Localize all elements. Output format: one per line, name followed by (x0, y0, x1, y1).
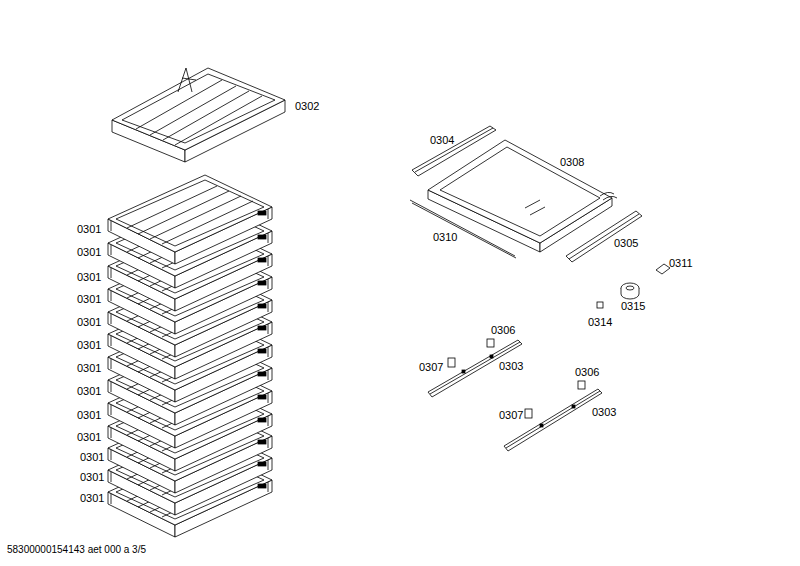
callout-number: 0301 (77, 339, 101, 351)
callout-number: 0306 (491, 324, 515, 336)
callout-number: 0301 (80, 471, 104, 483)
callout-number: 0311 (669, 257, 693, 269)
callout-number: 0303 (592, 406, 616, 418)
callout-number: 0304 (430, 134, 454, 146)
callout-number: 0301 (77, 293, 101, 305)
callout-number: 0303 (499, 360, 523, 372)
callout-number: 0301 (77, 409, 101, 421)
callout-number: 0301 (77, 246, 101, 258)
callout-number: 0301 (77, 316, 101, 328)
callout-number: 0301 (77, 385, 101, 397)
callout-number: 0301 (80, 451, 104, 463)
callout-number: 0307 (419, 361, 443, 373)
callout-number: 0302 (295, 100, 319, 112)
drawing-number: 58300000154143 aet 000 a 3/5 (7, 544, 146, 556)
callout-number: 0301 (77, 223, 101, 235)
callout-number: 0301 (80, 492, 104, 504)
callout-number: 0305 (614, 237, 638, 249)
callout-number: 0315 (621, 300, 645, 312)
callout-number: 0310 (433, 231, 457, 243)
callout-number: 0301 (77, 271, 101, 283)
callout-number: 0306 (575, 366, 599, 378)
callout-number: 0301 (77, 431, 101, 443)
callout-number: 0308 (560, 156, 584, 168)
callout-number: 0307 (499, 409, 523, 421)
callout-number: 0314 (588, 316, 612, 328)
callout-number: 0301 (77, 362, 101, 374)
